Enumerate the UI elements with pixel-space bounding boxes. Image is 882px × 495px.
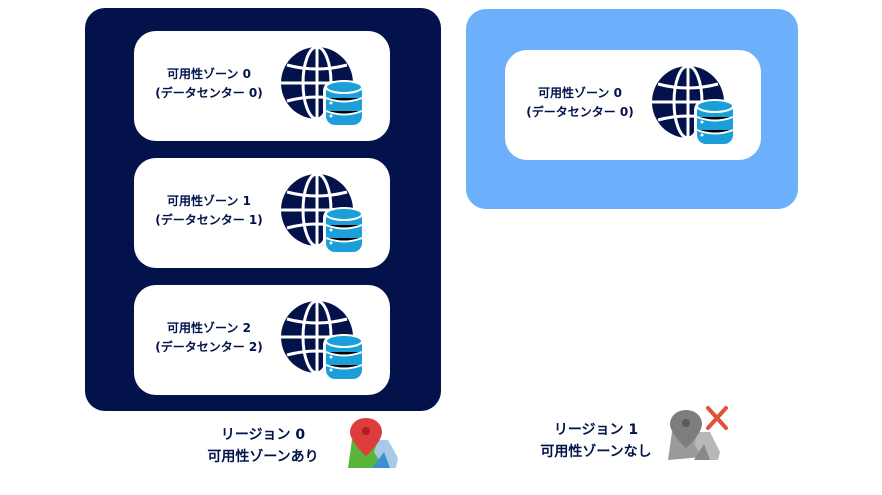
zone-label: 可用性ゾーン 0 (538, 86, 622, 100)
availability-zone-card: 可用性ゾーン 0 (データセンター 0) (505, 50, 761, 160)
map-pin-icon (348, 418, 398, 468)
globe-database-icon (279, 45, 367, 129)
zone-label: 可用性ゾーン 1 (167, 194, 251, 208)
datacenter-label: (データセンター 2) (155, 340, 263, 354)
datacenter-label: (データセンター 1) (155, 213, 263, 227)
region-0-label: リージョン 0 可用性ゾーンあり (163, 424, 363, 468)
globe-database-icon (650, 64, 738, 148)
region-1-box: 可用性ゾーン 0 (データセンター 0) (466, 9, 798, 209)
globe-database-icon (279, 299, 367, 383)
region-1-label: リージョン 1 可用性ゾーンなし (496, 419, 696, 463)
datacenter-label: (データセンター 0) (526, 105, 634, 119)
availability-zone-card: 可用性ゾーン 0 (データセンター 0) (134, 31, 390, 141)
availability-zone-card: 可用性ゾーン 1 (データセンター 1) (134, 158, 390, 268)
globe-database-icon (279, 172, 367, 256)
map-pin-unavailable-icon (668, 406, 728, 460)
close-icon (706, 406, 728, 430)
region-subtitle: 可用性ゾーンなし (540, 444, 652, 460)
region-0-box: 可用性ゾーン 0(データセンター 0) 可用性ゾーン 1(データセンター 1) … (85, 8, 441, 411)
region-title: リージョン 0 (220, 427, 306, 443)
availability-zone-card: 可用性ゾーン 2 (データセンター 2) (134, 285, 390, 395)
zone-label: 可用性ゾーン 2 (167, 321, 251, 335)
region-subtitle: 可用性ゾーンあり (207, 449, 319, 465)
zone-label: 可用性ゾーン 0 (167, 67, 251, 81)
datacenter-label: (データセンター 0) (155, 86, 263, 100)
region-title: リージョン 1 (553, 422, 639, 438)
